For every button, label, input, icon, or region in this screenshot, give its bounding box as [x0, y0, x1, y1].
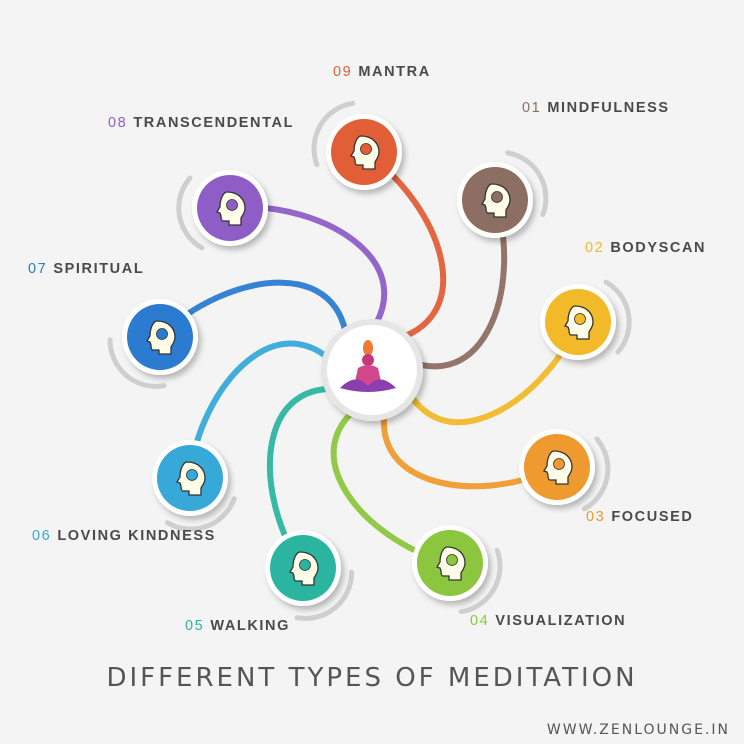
om-head-icon [350, 135, 380, 170]
label-text: WALKING [210, 618, 291, 634]
label-focused: 03 FOCUSED [586, 509, 693, 525]
label-text: MANTRA [358, 64, 431, 80]
swoosh-decoration [294, 569, 355, 621]
label-number: 03 [586, 509, 606, 525]
swoosh-decoration [176, 175, 205, 251]
label-number: 06 [32, 528, 52, 544]
label-number: 09 [333, 64, 353, 80]
label-text: BODYSCAN [610, 240, 707, 256]
swoosh-decoration [603, 279, 632, 355]
label-loving-kindness: 06 LOVING KINDNESS [32, 528, 216, 544]
node-loving-kindness[interactable] [152, 440, 238, 534]
swoosh-decoration [581, 436, 611, 512]
label-transcendental: 08 TRANSCENDENTAL [108, 115, 294, 131]
spiritual-head-icon [146, 320, 176, 355]
website-url[interactable]: WWW.ZENLOUNGE.IN [546, 722, 730, 738]
lotus-head-icon [481, 183, 511, 218]
label-text: VISUALIZATION [495, 613, 627, 629]
target-head-icon [543, 450, 573, 485]
walking-head-icon [289, 551, 319, 586]
swoosh-decoration [505, 150, 549, 218]
label-text: LOVING KINDNESS [57, 528, 216, 544]
node-visualization[interactable] [412, 525, 515, 619]
label-mindfulness: 01 MINDFULNESS [522, 100, 670, 116]
label-text: SPIRITUAL [53, 261, 145, 277]
node-spiritual[interactable] [102, 299, 198, 401]
label-walking: 05 WALKING [185, 618, 290, 634]
label-number: 07 [28, 261, 48, 277]
meditating-person-icon [340, 340, 396, 392]
node-mantra[interactable] [299, 96, 402, 190]
label-number: 01 [522, 100, 542, 116]
label-text: TRANSCENDENTAL [133, 115, 295, 131]
swoosh-decoration [458, 547, 503, 615]
swoosh-decoration [164, 496, 237, 532]
node-mindfulness[interactable] [457, 145, 553, 238]
node-bodyscan[interactable] [540, 279, 632, 360]
heart-head-icon [176, 461, 206, 496]
label-number: 05 [185, 618, 205, 634]
label-number: 02 [585, 240, 605, 256]
label-mantra: 09 MANTRA [333, 64, 431, 80]
node-transcendental[interactable] [176, 170, 268, 251]
node-walking[interactable] [265, 530, 363, 627]
eye-head-icon [436, 546, 466, 581]
label-text: FOCUSED [611, 509, 694, 525]
label-text: MINDFULNESS [547, 100, 670, 116]
node-focused[interactable] [519, 429, 619, 513]
scan-head-icon [564, 305, 594, 340]
label-number: 04 [470, 613, 490, 629]
label-number: 08 [108, 115, 128, 131]
swoosh-decoration [311, 100, 356, 168]
swoosh-decoration [107, 337, 167, 389]
label-spiritual: 07 SPIRITUAL [28, 261, 144, 277]
butterfly-head-icon [216, 191, 246, 226]
label-visualization: 04 VISUALIZATION [470, 613, 626, 629]
center-hub [321, 319, 423, 421]
label-bodyscan: 02 BODYSCAN [585, 240, 706, 256]
page-title: DIFFERENT TYPES OF MEDITATION [106, 663, 638, 693]
